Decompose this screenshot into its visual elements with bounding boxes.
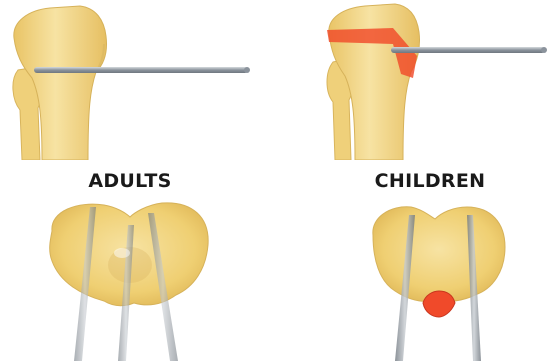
children-lateral-illustration <box>305 0 547 160</box>
adults-lateral-illustration <box>0 0 270 160</box>
children-axial-illustration <box>355 195 525 361</box>
growth-plate <box>423 291 455 317</box>
children-axial-panel <box>355 195 525 361</box>
guide-wire <box>34 67 248 73</box>
children-label: CHILDREN <box>360 170 500 192</box>
adults-label: ADULTS <box>70 170 190 192</box>
guide-wire <box>391 47 545 53</box>
tibial-plateau <box>373 207 505 302</box>
adults-axial-illustration <box>30 195 230 361</box>
children-lateral-panel <box>305 0 547 160</box>
adults-lateral-panel <box>0 0 270 160</box>
adults-axial-panel <box>30 195 230 361</box>
